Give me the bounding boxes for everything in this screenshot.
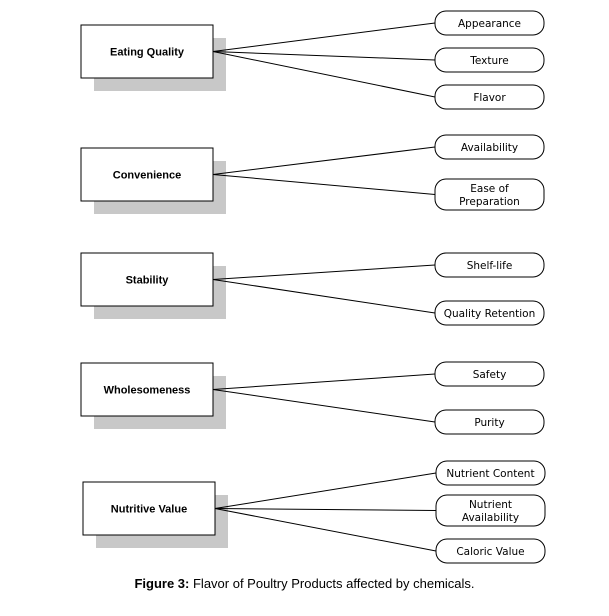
connector-line: [212, 51, 436, 98]
attribute-label-nutrient-content: Nutrient Content: [446, 468, 534, 480]
attribute-label-availability: Availability: [462, 512, 519, 524]
attribute-label-quality-retention: Quality Retention: [444, 308, 536, 320]
category-box-stability: [80, 252, 214, 307]
attribute-pill: [434, 361, 545, 387]
attribute-pill: [435, 494, 546, 527]
attribute-pill: [435, 538, 546, 564]
attribute-label-purity: Purity: [474, 417, 504, 429]
attribute-label-appearance: Appearance: [458, 18, 521, 30]
attribute-pill: [434, 300, 545, 326]
attribute-pill: [434, 134, 545, 160]
connector-line: [212, 264, 436, 280]
attribute-label-preparation: Preparation: [459, 196, 520, 208]
attribute-label-flavor: Flavor: [473, 92, 506, 104]
connector-line: [212, 279, 436, 314]
connector-line: [212, 389, 436, 423]
attribute-label-safety: Safety: [473, 369, 507, 381]
attribute-label-availability: Availability: [461, 142, 518, 154]
category-box-nutritive-value: [82, 481, 216, 536]
caption-text: Flavor of Poultry Products affected by c…: [192, 576, 475, 591]
attribute-label-nutrient: Nutrient: [469, 499, 512, 511]
connector-line: [214, 508, 437, 552]
attribute-pill: [434, 10, 545, 36]
attribute-pill: [434, 252, 545, 278]
figure-caption: Figure 3: Flavor of Poultry Products aff…: [0, 576, 609, 591]
attribute-label-texture: Texture: [469, 55, 508, 67]
category-label-convenience: Convenience: [113, 170, 181, 182]
category-box-eating-quality: [80, 24, 214, 79]
concept-diagram: Eating Quality AppearanceTextureFlavorCon…: [80, 10, 546, 564]
attribute-pill: [434, 47, 545, 73]
attribute-pill: [434, 178, 545, 211]
attribute-label-shelf-life: Shelf-life: [467, 260, 513, 272]
category-label-stability: Stability: [126, 275, 170, 287]
category-label-nutritive-value: Nutritive Value: [111, 504, 187, 516]
connector-line: [212, 373, 436, 390]
connector-line: [212, 22, 436, 52]
connector-line: [214, 508, 437, 511]
attribute-pill: [435, 460, 546, 486]
category-box-convenience: [80, 147, 214, 202]
attribute-pill: [434, 84, 545, 110]
connector-line: [212, 51, 436, 61]
attribute-pill: [434, 409, 545, 435]
connector-line: [212, 146, 436, 175]
category-label-eating-quality: Eating Quality: [110, 47, 185, 59]
attribute-label-ease-of: Ease of: [470, 183, 509, 195]
caption-label: Figure 3:: [134, 576, 190, 591]
category-box-wholesomeness: [80, 362, 214, 417]
attribute-label-caloric-value: Caloric Value: [456, 546, 524, 558]
category-label-wholesomeness: Wholesomeness: [104, 385, 191, 397]
connector-line: [212, 174, 436, 195]
connector-line: [214, 472, 437, 509]
